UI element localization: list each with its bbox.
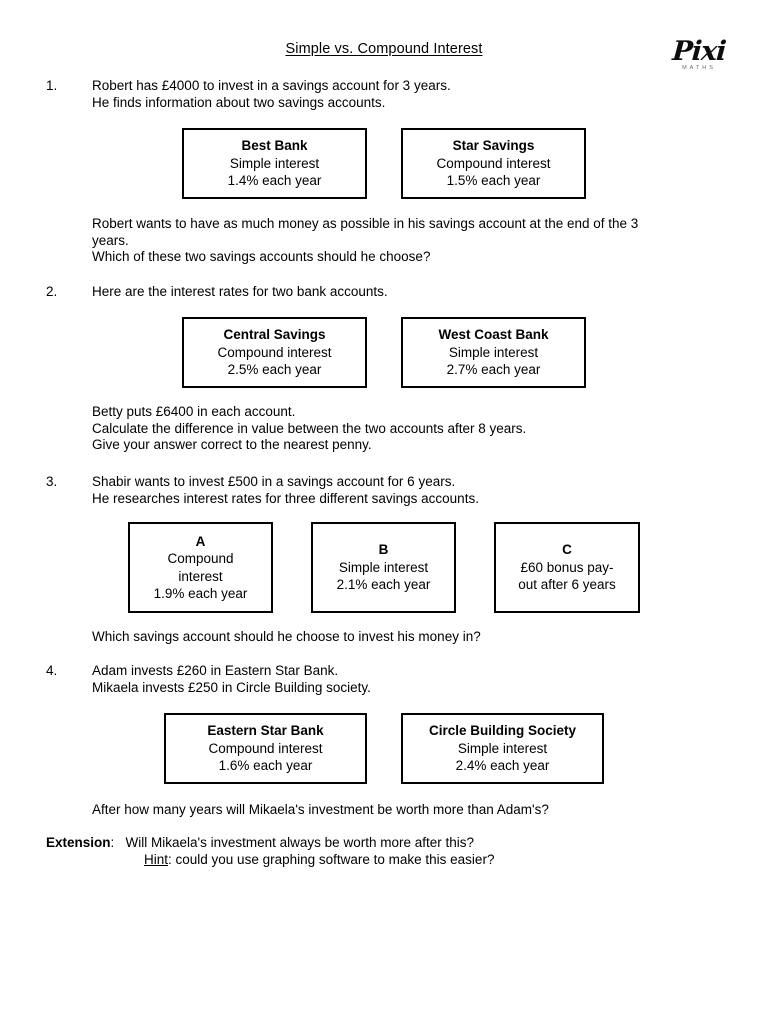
box-line-2: Compound interest (436, 155, 551, 171)
question-1-prompt-line-2: He finds information about two savings a… (92, 94, 386, 110)
question-2-followup: Betty puts £6400 in each account. Calcul… (92, 404, 732, 454)
question-1-followup-line-2: years. (92, 232, 129, 248)
box-title: B (378, 542, 389, 558)
box-line-2: Simple interest (448, 344, 539, 360)
question-4-prompt-line-1: Adam invests £260 in Eastern Star Bank. (92, 663, 339, 678)
question-3-box-c: C £60 bonus pay- out after 6 years (494, 522, 640, 613)
question-3-box-b: B Simple interest 2.1% each year (311, 522, 456, 613)
question-2-prompt-line-1: Here are the interest rates for two bank… (92, 284, 388, 299)
question-4-prompt-line-2: Mikaela invests £250 in Circle Building … (92, 679, 371, 695)
question-3-prompt-line-2: He researches interest rates for three d… (92, 490, 479, 506)
question-2-followup-line-1: Betty puts £6400 in each account. (92, 404, 296, 419)
question-3-followup: Which savings account should he choose t… (92, 629, 732, 646)
question-1-followup: Robert wants to have as much money as po… (92, 216, 732, 266)
box-line-2: Compound (167, 551, 234, 566)
box-title: Star Savings (452, 138, 535, 154)
question-3-prompt-line-1: Shabir wants to invest £500 in a savings… (92, 474, 456, 489)
box-line-3: 2.7% each year (446, 362, 541, 378)
question-3-followup-line-1: Which savings account should he choose t… (92, 629, 481, 644)
box-line-4: 1.9% each year (153, 586, 248, 601)
question-2-box-west-coast-bank: West Coast Bank Simple interest 2.7% eac… (401, 317, 586, 388)
extension-row-1: Extension: Will Mikaela's investment alw… (46, 834, 494, 851)
box-line-3: interest (178, 568, 223, 584)
box-line-2: Compound interest (208, 740, 323, 756)
box-title: Best Bank (241, 138, 308, 154)
box-title: C (562, 542, 572, 558)
question-1-followup-line-3: Which of these two savings accounts shou… (92, 249, 431, 265)
box-line-2: Simple interest (229, 155, 320, 171)
box-line-2: Simple interest (457, 740, 548, 756)
box-title: West Coast Bank (438, 327, 549, 343)
question-4-followup: After how many years will Mikaela's inve… (92, 802, 732, 819)
question-1-prompt: Robert has £4000 to invest in a savings … (92, 78, 451, 111)
question-4-number: 4. (46, 663, 58, 678)
question-4-prompt: Adam invests £260 in Eastern Star Bank. … (92, 663, 371, 696)
hint-label: Hint (144, 852, 169, 868)
question-4-box-circle-building-society: Circle Building Society Simple interest … (401, 713, 604, 784)
box-line-2: Simple interest (338, 559, 429, 575)
box-title: Central Savings (223, 327, 326, 343)
question-1-prompt-line-1: Robert has £4000 to invest in a savings … (92, 78, 451, 93)
extension-section: Extension: Will Mikaela's investment alw… (46, 834, 494, 868)
box-line-3: 1.6% each year (218, 758, 313, 774)
extension-colon: : (110, 835, 115, 850)
box-line-3: 2.4% each year (455, 758, 550, 774)
box-line-3: out after 6 years (518, 577, 616, 593)
question-3-box-a: A Compound interest 1.9% each year (128, 522, 273, 613)
box-title: Circle Building Society (428, 723, 577, 739)
question-4-followup-line-1: After how many years will Mikaela's inve… (92, 802, 549, 817)
box-line-3: 1.4% each year (227, 173, 322, 189)
box-title: Eastern Star Bank (207, 723, 324, 739)
box-line-3: 2.5% each year (227, 362, 322, 378)
question-2-prompt: Here are the interest rates for two bank… (92, 284, 388, 301)
question-3-prompt: Shabir wants to invest £500 in a savings… (92, 474, 479, 507)
question-1-box-star-savings: Star Savings Compound interest 1.5% each… (401, 128, 586, 199)
question-1-box-best-bank: Best Bank Simple interest 1.4% each year (182, 128, 367, 199)
page-title: Simple vs. Compound Interest (285, 41, 483, 57)
logo-subtitle: Maths (682, 65, 716, 71)
question-4-box-eastern-star-bank: Eastern Star Bank Compound interest 1.6%… (164, 713, 367, 784)
question-3-number: 3. (46, 474, 58, 489)
extension-row-2: Hint: could you use graphing software to… (144, 851, 494, 868)
question-2-number: 2. (46, 284, 58, 299)
logo-wordmark: Pixi (671, 36, 727, 67)
hint-text: : could you use graphing software to mak… (168, 852, 495, 868)
box-line-2: Compound interest (217, 344, 332, 360)
pixi-maths-logo: Pixi Maths (663, 36, 735, 80)
question-1-followup-line-1: Robert wants to have as much money as po… (92, 216, 639, 231)
question-2-box-central-savings: Central Savings Compound interest 2.5% e… (182, 317, 367, 388)
box-line-2: £60 bonus pay- (520, 559, 614, 575)
box-title: A (195, 533, 206, 549)
box-line-3: 2.1% each year (336, 577, 431, 593)
extension-label: Extension (46, 835, 111, 850)
question-2-followup-line-2: Calculate the difference in value betwee… (92, 420, 527, 436)
box-line-3: 1.5% each year (446, 173, 541, 189)
question-1-number: 1. (46, 78, 58, 93)
question-2-followup-line-3: Give your answer correct to the nearest … (92, 437, 372, 453)
extension-question: Will Mikaela's investment always be wort… (125, 835, 474, 850)
